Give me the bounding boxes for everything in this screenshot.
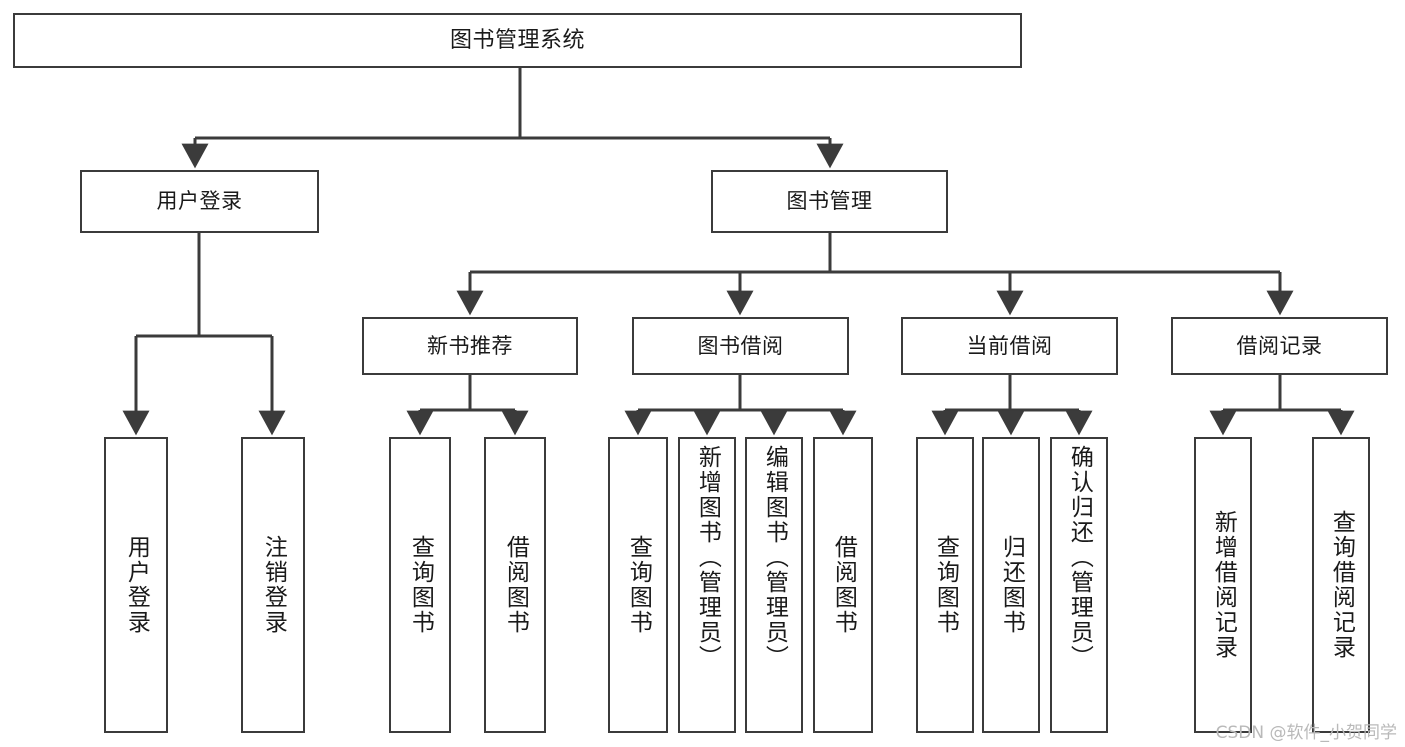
leaf-confirm-return-admin[interactable]: 确认归还（管理员） [1050, 437, 1108, 733]
node-label: 当前借阅 [966, 333, 1053, 358]
node-label: 用户登录 [123, 535, 150, 635]
node-label: 编辑图书（管理员） [761, 445, 788, 670]
node-label: 借阅图书 [502, 535, 529, 635]
node-label: 用户登录 [156, 189, 243, 213]
node-label: 新增图书（管理员） [694, 445, 721, 670]
node-label: 借阅图书 [830, 535, 857, 635]
leaf-return-book[interactable]: 归还图书 [982, 437, 1040, 733]
leaf-add-book-admin[interactable]: 新增图书（管理员） [678, 437, 736, 733]
node-root-system[interactable]: 图书管理系统 [13, 13, 1022, 68]
node-label: 查询借阅记录 [1328, 510, 1355, 660]
leaf-query-book-1[interactable]: 查询图书 [389, 437, 451, 733]
node-label: 新书推荐 [427, 333, 513, 358]
node-label: 注销登录 [260, 535, 287, 635]
node-book-manage[interactable]: 图书管理 [711, 170, 948, 233]
node-new-book-recommend[interactable]: 新书推荐 [362, 317, 578, 375]
node-book-borrow[interactable]: 图书借阅 [632, 317, 849, 375]
node-borrow-record[interactable]: 借阅记录 [1171, 317, 1388, 375]
node-label: 图书管理 [786, 189, 873, 213]
leaf-query-book-3[interactable]: 查询图书 [916, 437, 974, 733]
node-label: 查询图书 [407, 535, 434, 635]
node-label: 新增借阅记录 [1210, 510, 1237, 660]
csdn-watermark: CSDN @软件_小贺同学 [1215, 723, 1397, 743]
node-current-borrow[interactable]: 当前借阅 [901, 317, 1118, 375]
node-label: 借阅记录 [1236, 333, 1323, 358]
leaf-borrow-book-2[interactable]: 借阅图书 [813, 437, 873, 733]
node-label: 查询图书 [625, 535, 652, 635]
leaf-user-login[interactable]: 用户登录 [104, 437, 168, 733]
node-label: 图书管理系统 [449, 27, 585, 53]
leaf-edit-book-admin[interactable]: 编辑图书（管理员） [745, 437, 803, 733]
leaf-borrow-book-1[interactable]: 借阅图书 [484, 437, 546, 733]
node-label: 确认归还（管理员） [1066, 445, 1093, 670]
node-label: 归还图书 [998, 535, 1025, 635]
leaf-add-borrow-record[interactable]: 新增借阅记录 [1194, 437, 1252, 733]
leaf-query-borrow-record[interactable]: 查询借阅记录 [1312, 437, 1370, 733]
node-label: 查询图书 [932, 535, 959, 635]
node-label: 图书借阅 [697, 333, 784, 358]
node-user-login[interactable]: 用户登录 [80, 170, 319, 233]
leaf-query-book-2[interactable]: 查询图书 [608, 437, 668, 733]
leaf-logout[interactable]: 注销登录 [241, 437, 305, 733]
